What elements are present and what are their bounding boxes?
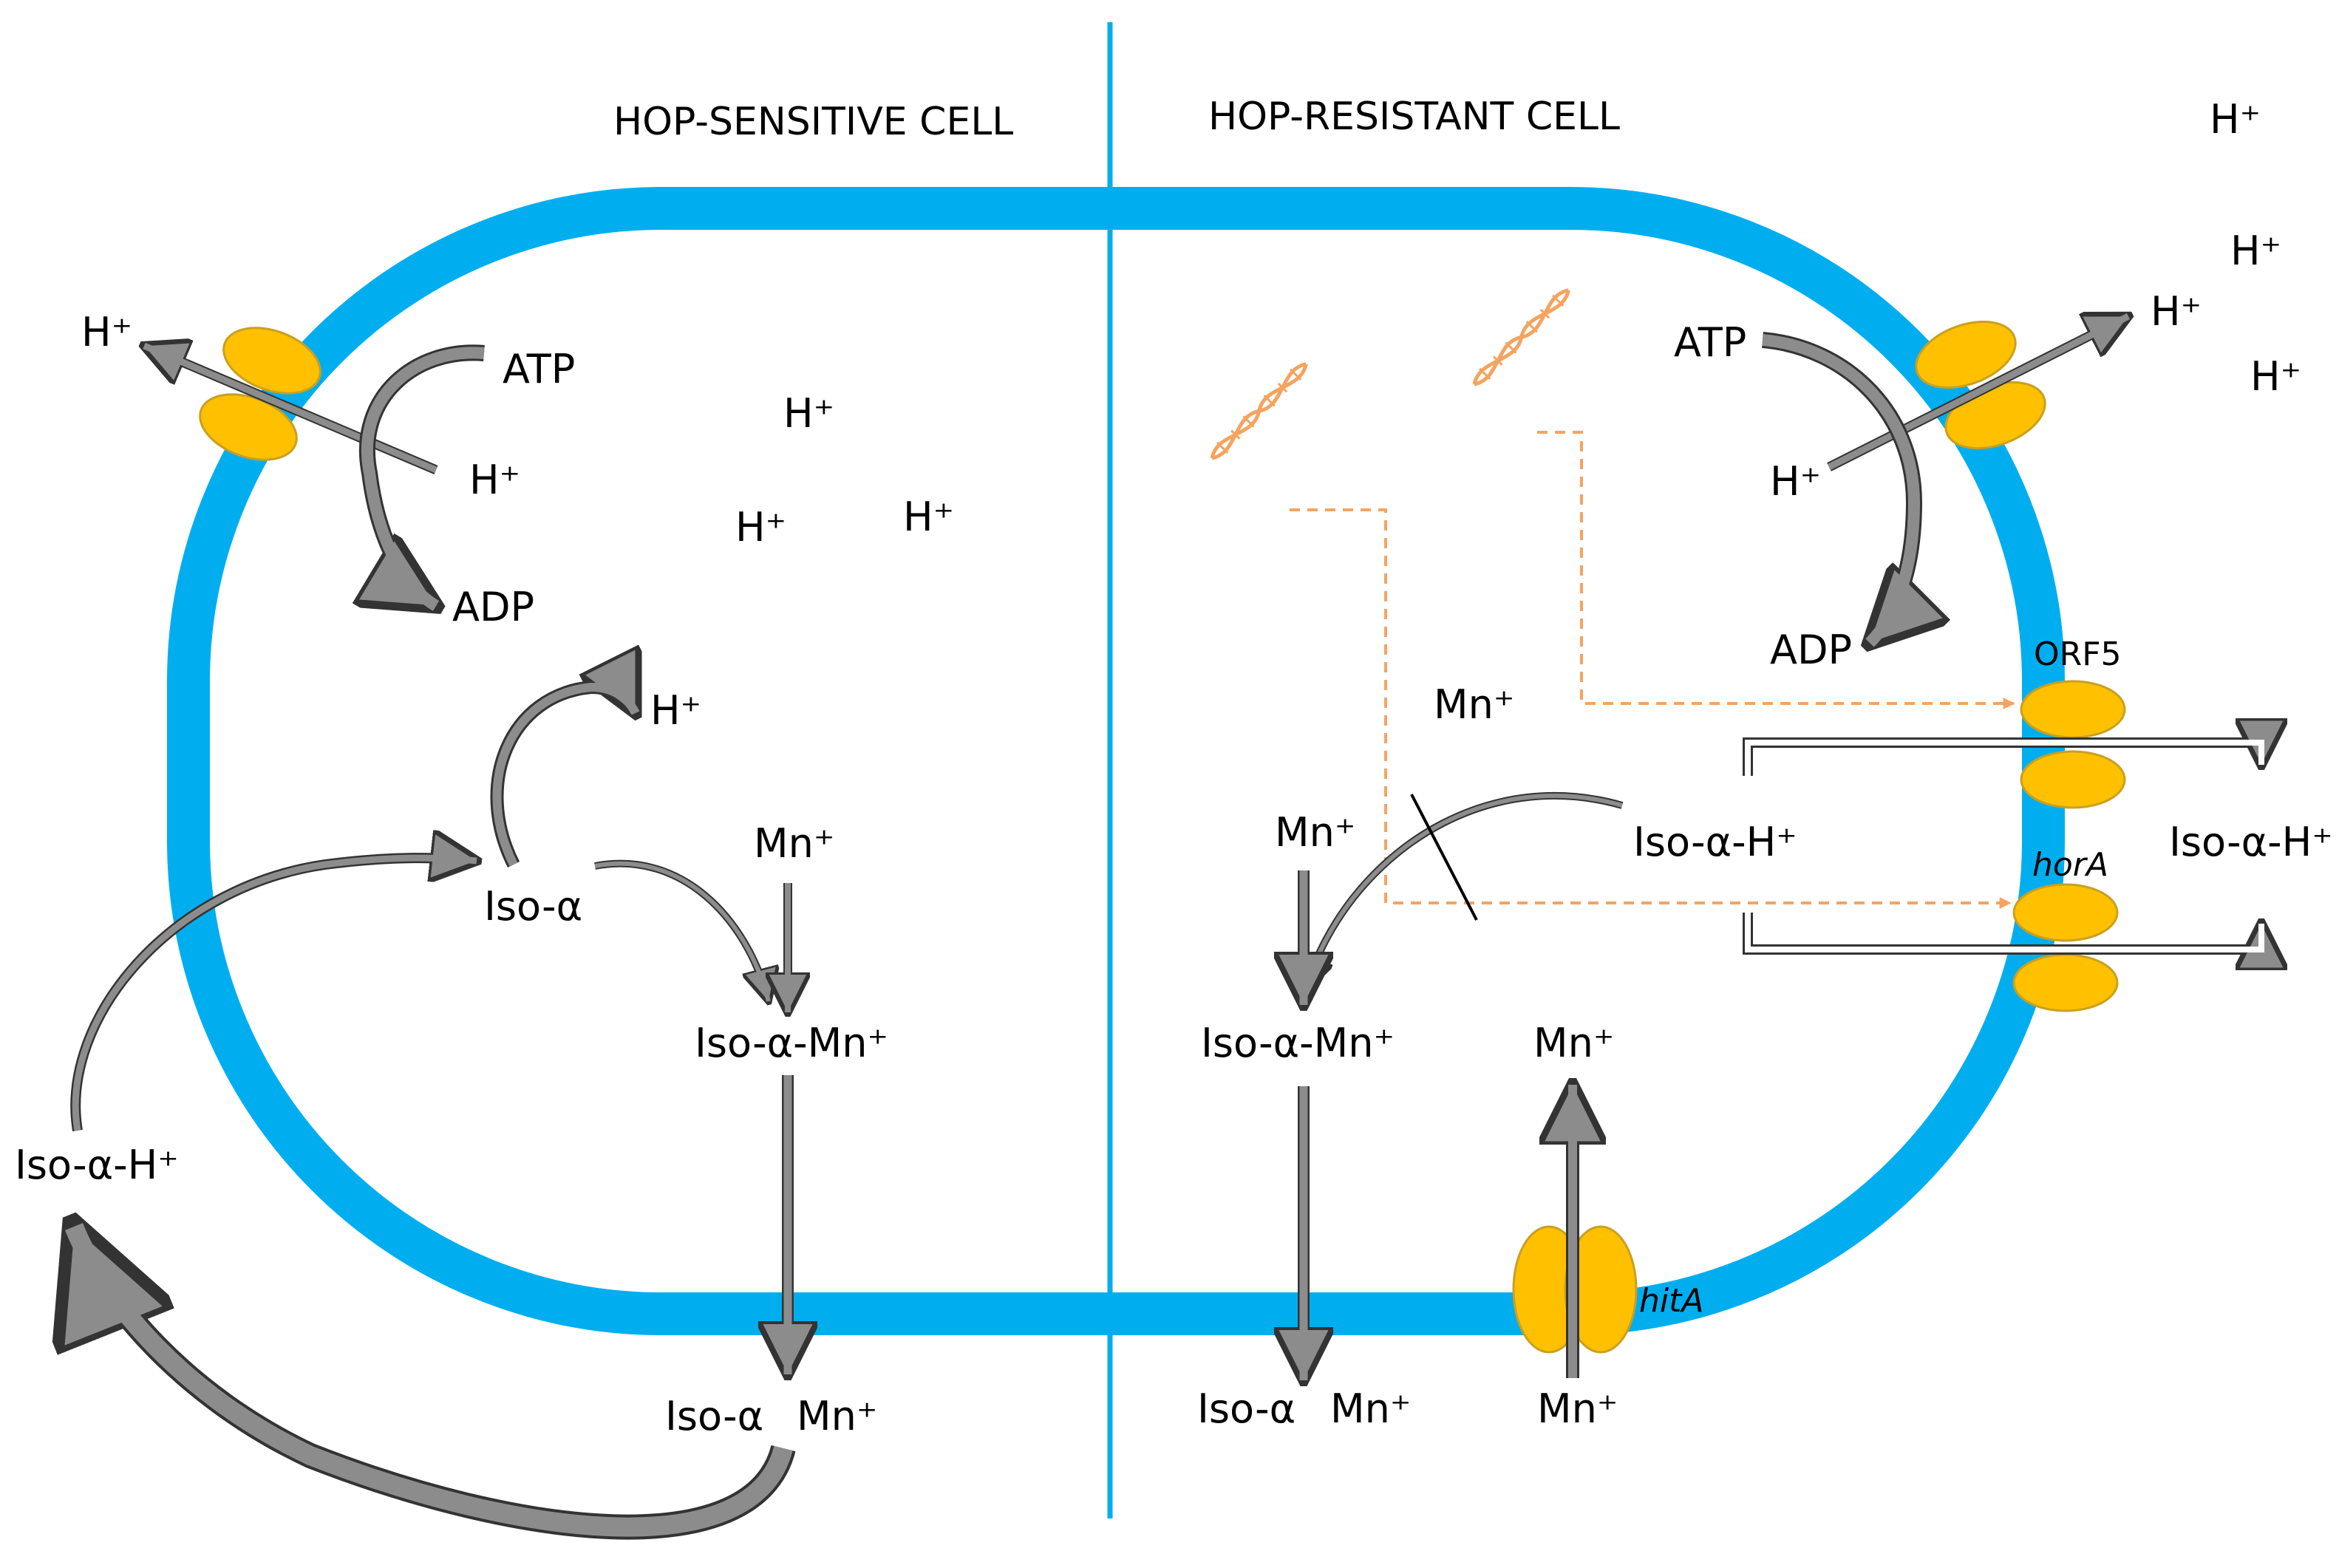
adp-label: ADP [452,584,534,630]
resistant-cell-title: HOP-RESISTANT CELL [1208,95,1620,139]
manganese-label: Mn⁺ [754,820,834,867]
iso-alpha-h-outside-label: Iso-α-H⁺ [15,1142,179,1188]
iso-alpha-h-outside-label-resistant: Iso-α-H⁺ [2169,819,2333,865]
hora-transporter [2012,883,2119,1012]
orf5-label: ORF5 [2034,635,2122,673]
chelation-arrow-fill [594,861,771,1002]
dna-icon [1472,288,1570,386]
atp-label: ATP [503,346,575,392]
proton-atpase-sensitive [199,327,321,461]
manganese-exported-label: Mn⁺ [797,1393,877,1439]
manganese-label-resistant: Mn⁺ [1275,809,1355,856]
chelation-arrow [594,859,769,1001]
dna-icon [1210,362,1308,460]
cell-membrane [167,187,2065,1335]
manganese-exported-label-resistant: Mn⁺ [1330,1385,1411,1432]
proton-free-label: H⁺ [903,494,954,540]
proton-outside-label: H⁺ [2250,353,2301,400]
proton-in-label-resistant: H⁺ [1770,458,1821,505]
sensitive-cell-title: HOP-SENSITIVE CELL [613,100,1013,144]
orf5-efflux-arrow [1743,743,2261,776]
proton-outside-label: H⁺ [2230,228,2281,274]
proton-efflux-arrow-resistant-fill [1827,313,2131,471]
iso-alpha-label: Iso-α [484,883,582,930]
recycle-arrow-fill [64,1223,793,1537]
proton-free-label: H⁺ [735,504,786,550]
hita-label: hitA [1639,1282,1703,1320]
proton-release-arrow [490,687,636,868]
proton-efflux-arrow-fill [143,342,438,474]
orf5-transporter [2020,680,2126,809]
proton-atpase-resistant [1915,320,2046,450]
iso-alpha-h-inside-label: Iso-α-H⁺ [1633,819,1797,865]
iso-alpha-entry-arrow-fill [72,854,477,1131]
atp-hydrolysis-arrow-fill [361,347,485,611]
manganese-hita-outside-label: Mn⁺ [1537,1385,1618,1432]
manganese-free-label: Mn⁺ [1434,681,1514,728]
proton-release-arrow-fill [492,682,640,867]
proton-outside-label: H⁺ [2151,288,2202,335]
manganese-uptake-label: Mn⁺ [1533,1020,1614,1066]
gene-signal-orf5 [1537,431,2015,709]
proton-release-label: H⁺ [650,687,701,734]
gene-signal-hora [1290,508,2012,909]
adp-label-resistant: ADP [1770,627,1852,673]
hora-label: horA [2032,846,2108,884]
iso-alpha-exported-label: Iso-α [665,1393,763,1439]
proton-in-label: H⁺ [469,457,520,503]
orf5-efflux-arrow-fill [1745,740,2264,776]
iso-alpha-mn-label: Iso-α-Mn⁺ [695,1020,888,1066]
hora-efflux-arrow-fill [1745,913,2264,952]
atp-hydrolysis-arrow-resistant-fill [1762,334,1921,647]
atp-label-resistant: ATP [1674,319,1746,366]
proton-out-label: H⁺ [81,309,132,355]
proton-outside-label: H⁺ [2210,96,2261,143]
hora-efflux-arrow [1743,913,2261,950]
iso-alpha-exported-label-resistant: Iso-α [1197,1385,1296,1432]
proton-free-label: H⁺ [783,390,834,437]
inhibition-slash [1410,794,1478,921]
iso-alpha-mn-label-resistant: Iso-α-Mn⁺ [1201,1020,1395,1066]
